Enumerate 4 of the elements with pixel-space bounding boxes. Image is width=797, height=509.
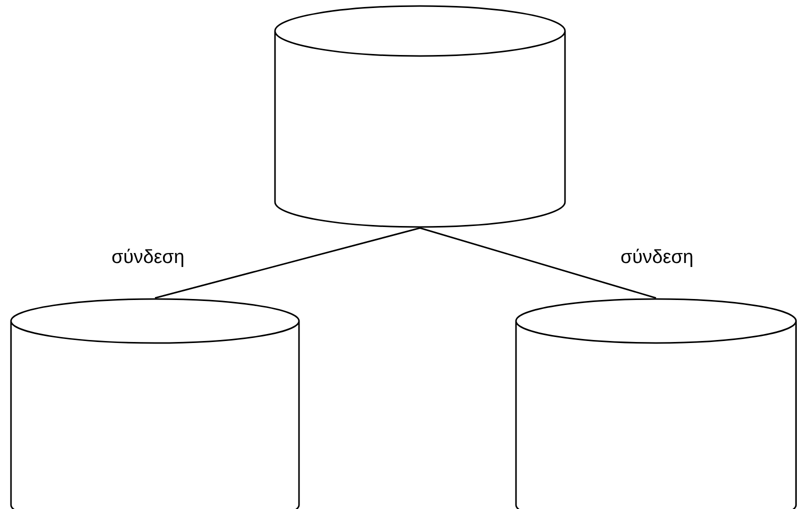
connector-line [420, 227, 656, 299]
connector-line [154, 227, 420, 299]
edge-label: σύνδεση [110, 247, 186, 269]
edge-label: σύνδεση [618, 247, 696, 269]
